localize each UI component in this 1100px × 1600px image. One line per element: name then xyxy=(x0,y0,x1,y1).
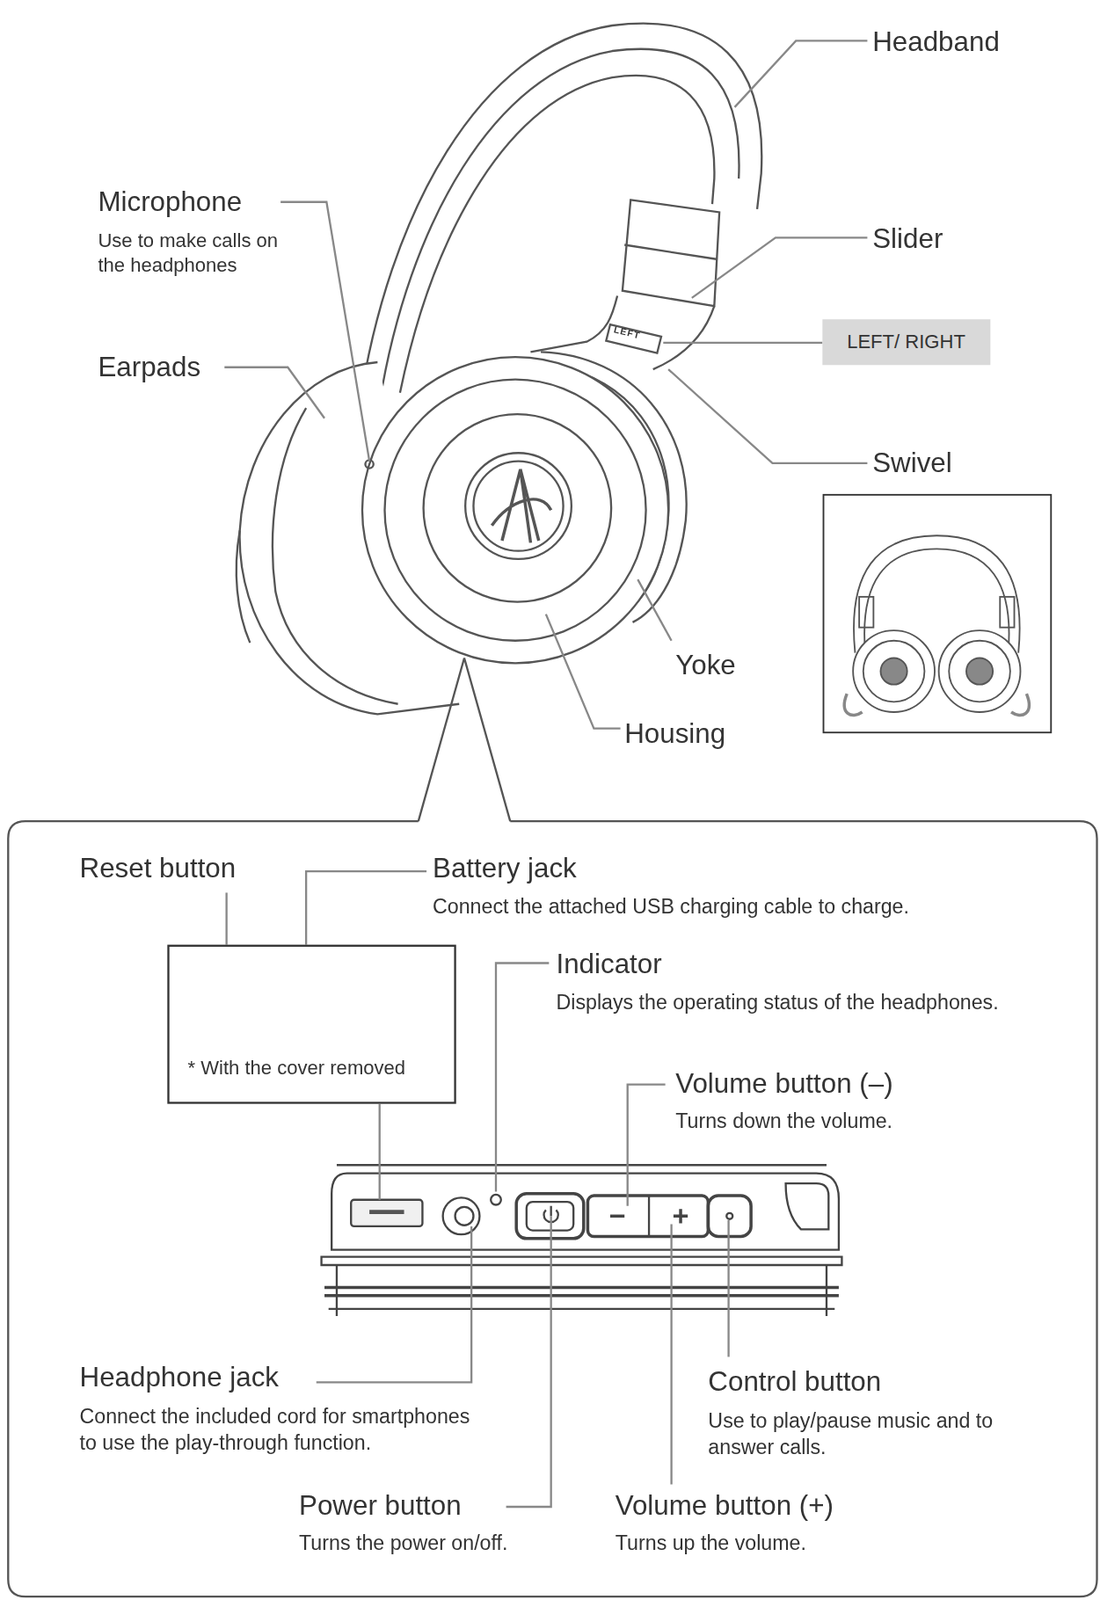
part-description: Use to make calls on the headphones xyxy=(97,228,302,278)
leader-lines xyxy=(495,962,549,1192)
headphone-drawing xyxy=(385,379,647,642)
part-name: Battery jack xyxy=(432,851,577,887)
part-name: Microphone xyxy=(97,184,242,220)
control-panel-drawing xyxy=(490,1194,502,1206)
part-description: Turns down the volume. xyxy=(675,1108,1064,1136)
part-description: Connect the attached USB charging cable … xyxy=(432,894,1086,921)
part-name: Control button xyxy=(707,1364,882,1400)
headphone-drawing xyxy=(465,452,572,560)
headphone-drawing xyxy=(362,356,669,663)
headphone-drawing xyxy=(418,658,510,823)
leader-lines xyxy=(546,614,621,729)
leader-lines xyxy=(692,237,868,298)
part-name: Volume button (+) xyxy=(615,1488,834,1524)
headphone-drawing xyxy=(364,459,373,468)
leader-lines xyxy=(727,1220,729,1358)
control-panel-drawing xyxy=(455,1207,474,1226)
headphone-drawing xyxy=(236,23,763,823)
headphone-drawing xyxy=(653,305,715,370)
control-panel-drawing xyxy=(786,1183,830,1230)
control-panel-drawing xyxy=(321,1257,843,1266)
leader-lines xyxy=(224,367,325,419)
control-panel-drawing xyxy=(350,1200,423,1227)
headphone-drawing xyxy=(491,469,551,544)
headphone-drawing xyxy=(622,199,720,306)
part-name: Indicator xyxy=(555,947,662,983)
headphone-drawing xyxy=(379,49,740,404)
folding-inset xyxy=(852,630,935,713)
headphone-drawing xyxy=(423,414,612,603)
part-description: Use to play/pause music and to answer ca… xyxy=(707,1407,1035,1460)
part-name: Earpads xyxy=(97,349,201,386)
part-description: Connect the included cord for smartphone… xyxy=(80,1404,489,1457)
leader-lines xyxy=(378,1104,381,1201)
control-panel-drawing xyxy=(369,1209,404,1215)
leader-lines xyxy=(224,40,867,1508)
part-name: Volume button (–) xyxy=(675,1066,893,1102)
headphone-drawing xyxy=(605,324,662,353)
part-name: Swivel xyxy=(872,445,953,481)
control-panel-drawing xyxy=(336,1265,827,1317)
control-panel-drawing xyxy=(673,1209,688,1224)
folding-inset xyxy=(1011,693,1029,715)
leader-lines xyxy=(316,1226,472,1384)
headphone-drawing xyxy=(624,245,716,260)
part-name: Power button xyxy=(298,1488,462,1524)
leader-lines xyxy=(662,342,823,344)
folding-inset xyxy=(939,630,1021,713)
headphone-drawing xyxy=(530,296,618,353)
folding-inset xyxy=(823,495,1052,733)
leader-lines xyxy=(670,1224,672,1486)
control-panel-drawing xyxy=(321,1165,843,1317)
inset-box: * With the cover removed xyxy=(167,945,456,1105)
folding-inset xyxy=(823,495,1052,733)
folding-inset xyxy=(880,658,907,685)
leader-lines xyxy=(735,40,868,107)
part-name: Yoke xyxy=(675,648,736,684)
control-panel-drawing xyxy=(587,1195,708,1237)
headphone-drawing xyxy=(236,530,251,643)
part-name: Housing xyxy=(624,716,726,752)
part-name: Headphone jack xyxy=(80,1360,279,1396)
folding-inset xyxy=(859,597,874,628)
control-panel-drawing xyxy=(336,1164,827,1166)
leader-lines xyxy=(280,202,370,462)
leader-lines xyxy=(637,579,671,642)
part-name: Headband xyxy=(872,24,1000,60)
part-description: Turns the power on/off. xyxy=(298,1530,605,1558)
side-tag-box: LEFT/ RIGHT xyxy=(822,319,990,365)
leader-lines xyxy=(506,1216,552,1508)
box-text: LEFT/ RIGHT xyxy=(846,330,966,354)
box-text: * With the cover removed xyxy=(188,1056,407,1080)
folding-inset xyxy=(999,597,1014,628)
folding-inset xyxy=(863,641,926,703)
leader-lines xyxy=(668,369,867,464)
control-panel-drawing xyxy=(648,1195,650,1237)
control-panel-drawing xyxy=(443,1197,481,1235)
detail-panel xyxy=(7,821,1097,1597)
folding-inset xyxy=(844,693,862,715)
folding-inset xyxy=(948,641,1011,703)
part-name: Slider xyxy=(872,221,943,257)
control-panel-drawing xyxy=(610,1215,625,1218)
headphone-drawing xyxy=(358,23,762,409)
leader-lines xyxy=(627,1085,666,1207)
headphone-drawing xyxy=(473,461,563,552)
control-panel-drawing xyxy=(331,1173,839,1251)
part-name: Reset button xyxy=(80,851,237,887)
control-panel-drawing xyxy=(324,1288,839,1297)
control-panel-drawing xyxy=(328,1308,836,1311)
part-description: Turns up the volume. xyxy=(615,1530,922,1558)
control-panel-drawing xyxy=(726,1213,733,1220)
folding-inset xyxy=(966,658,993,685)
part-description: Displays the operating status of the hea… xyxy=(555,990,1086,1017)
